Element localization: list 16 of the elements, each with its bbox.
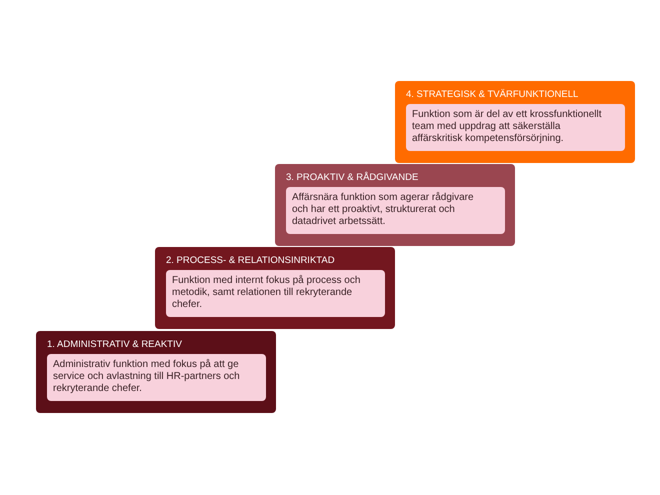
description-text: Funktion med internt fokus på process och metodik, samt relationen till rekryterande chefer. (172, 275, 362, 311)
description-text: Affärsnära funktion som agerar rådgivare och har ett proaktivt, strukturerat och datadrivet arbetssätt. (292, 192, 475, 228)
step-heading: 4. STRATEGISK & TVÄRFUNKTIONELL (406, 89, 578, 101)
description-panel (286, 187, 505, 234)
step-box (275, 164, 515, 246)
description-text: Administrativ funktion med fokus på att ge service och avlastning till HR-partners och rekryterande chefer. (53, 359, 241, 395)
step-box (155, 247, 395, 329)
step-box (395, 81, 635, 163)
description-text: Funktion som är del av ett krossfunktionellt team med uppdrag att säkerställa affärskritisk kompetensförsörjning. (412, 109, 603, 145)
step-heading: 3. PROAKTIV & RÅDGIVANDE (286, 172, 418, 184)
description-panel (47, 354, 266, 401)
step-heading: 1. ADMINISTRATIV & REAKTIV (47, 339, 182, 351)
description-panel (166, 270, 385, 317)
description-panel (406, 104, 625, 151)
step-heading: 2. PROCESS- & RELATIONSINRIKTAD (166, 255, 335, 267)
step-box (36, 331, 276, 413)
